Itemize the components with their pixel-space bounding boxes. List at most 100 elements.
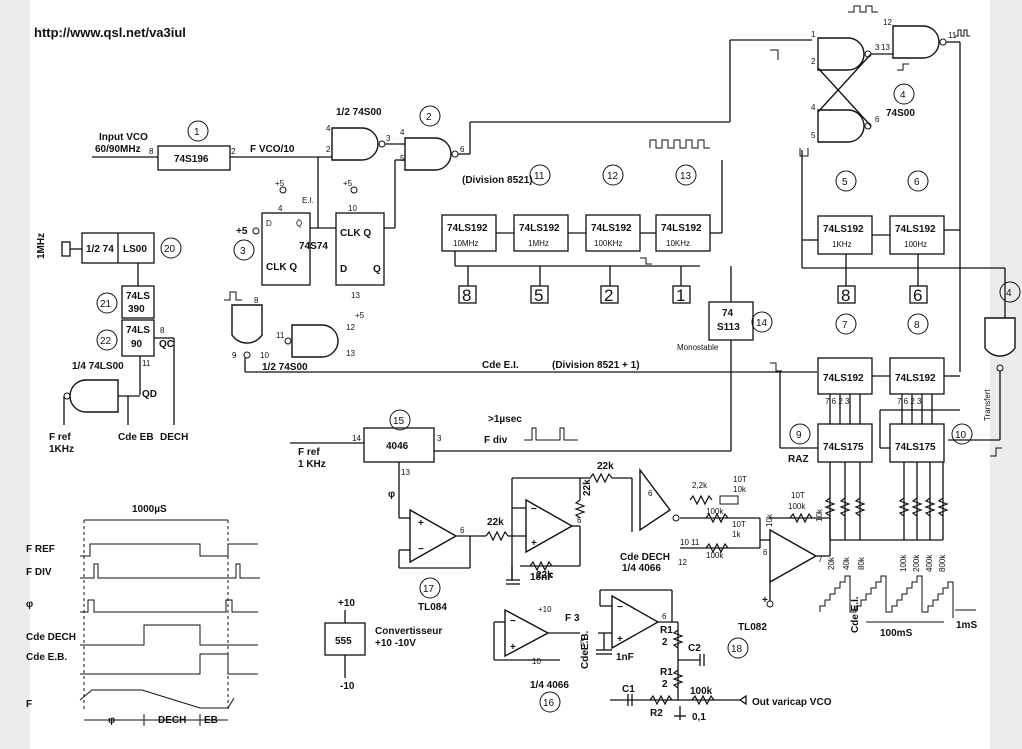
svg-text:5: 5 — [580, 639, 585, 648]
svg-text:1 KHz: 1 KHz — [298, 459, 326, 470]
switch-dech — [639, 467, 672, 532]
svg-text:R1: R1 — [660, 625, 673, 636]
svg-text:S113: S113 — [717, 322, 740, 333]
timing-diagram: 1000µS F REF F DIV φ Cde DECH Cde E.B. F… — [26, 504, 260, 726]
svg-text:4: 4 — [1006, 288, 1012, 299]
svg-text:21: 21 — [100, 299, 112, 310]
svg-text:10: 10 — [955, 430, 967, 441]
svg-text:φ: φ — [26, 599, 33, 610]
opamp-tl084-a — [409, 508, 458, 564]
svg-text:TL084: TL084 — [418, 602, 447, 613]
fvco10-label: F VCO/10 — [250, 144, 295, 155]
svg-text:1/2 74: 1/2 74 — [86, 244, 114, 255]
svg-text:18: 18 — [731, 644, 743, 655]
svg-text:40k: 40k — [842, 556, 851, 570]
svg-text:22k: 22k — [597, 461, 614, 472]
svg-text:Q̄: Q̄ — [296, 219, 302, 228]
svg-text:74LS192: 74LS192 — [895, 224, 936, 235]
latch-74ls175-b — [889, 423, 945, 463]
svg-text:10: 10 — [680, 538, 689, 547]
svg-text:100k: 100k — [690, 686, 713, 697]
svg-text:3: 3 — [875, 43, 880, 52]
svg-text:100k: 100k — [899, 554, 908, 572]
svg-text:6: 6 — [648, 489, 653, 498]
svg-text:7 6 2 3: 7 6 2 3 — [825, 397, 850, 406]
svg-text:F DIV: F DIV — [26, 567, 52, 578]
svg-text:90: 90 — [131, 339, 143, 350]
svg-text:3: 3 — [386, 134, 391, 143]
svg-text:1: 1 — [194, 127, 200, 138]
svg-text:1/4 74LS00: 1/4 74LS00 — [72, 361, 124, 372]
counter-10khz: 74LS192 10KHz 1 — [655, 214, 711, 305]
svg-text:6: 6 — [577, 516, 582, 525]
nand-gate-1 — [331, 127, 379, 161]
svg-text:5: 5 — [842, 177, 848, 188]
svg-text:7 6 2 3: 7 6 2 3 — [897, 397, 922, 406]
svg-text:4: 4 — [400, 128, 405, 137]
svg-text:+: + — [510, 642, 516, 653]
svg-text:10T: 10T — [733, 475, 747, 484]
svg-text:6: 6 — [913, 286, 922, 305]
svg-text:555: 555 — [335, 636, 352, 647]
svg-text:+10 -10V: +10 -10V — [375, 638, 416, 649]
svg-text:C2: C2 — [688, 643, 701, 654]
svg-text:RAZ: RAZ — [788, 454, 809, 465]
svg-text:8: 8 — [149, 147, 154, 156]
svg-text:+5: +5 — [355, 311, 365, 320]
opamp-summing — [769, 528, 818, 584]
svg-text:R2: R2 — [650, 708, 663, 719]
monostable-74s113 — [708, 301, 754, 341]
svg-text:D: D — [340, 264, 347, 275]
svg-text:11: 11 — [691, 538, 700, 547]
svg-text:4: 4 — [811, 103, 816, 112]
svg-text:QC: QC — [159, 339, 174, 350]
svg-text:8: 8 — [160, 326, 165, 335]
svg-text:1: 1 — [676, 286, 685, 305]
counter-100hz: 74LS192 100Hz 6 — [889, 215, 945, 305]
svg-text:74LS192: 74LS192 — [895, 373, 936, 384]
input-range-label: 60/90MHz — [95, 144, 141, 155]
svg-text:1mS: 1mS — [956, 620, 977, 631]
svg-text:6: 6 — [460, 145, 465, 154]
svg-text:+: + — [762, 595, 768, 606]
svg-text:0,1: 0,1 — [692, 712, 706, 723]
svg-text:φ: φ — [388, 489, 395, 500]
svg-text:F: F — [26, 699, 32, 710]
svg-text:CdeE.B.: CdeE.B. — [580, 630, 591, 669]
svg-text:8: 8 — [254, 296, 259, 305]
opamp-tl082 — [611, 594, 660, 650]
svg-text:Convertisseur: Convertisseur — [375, 626, 442, 637]
svg-text:+10: +10 — [338, 598, 355, 609]
nand-gate-7 — [892, 25, 940, 59]
svg-text:Cde DECH: Cde DECH — [26, 632, 76, 643]
nand-gate-5 — [817, 37, 865, 71]
svg-text:D: D — [266, 219, 272, 228]
svg-text:QD: QD — [142, 389, 157, 400]
svg-text:Out varicap VCO: Out varicap VCO — [752, 697, 832, 708]
svg-text:13: 13 — [346, 349, 355, 358]
svg-text:1/4 4066: 1/4 4066 — [622, 563, 661, 574]
nand-gate-6 — [817, 109, 865, 143]
svg-text:10k: 10k — [733, 485, 747, 494]
svg-text:13: 13 — [351, 291, 360, 300]
svg-text:13: 13 — [401, 468, 410, 477]
nand-gate-4 — [291, 324, 339, 358]
svg-text:Q: Q — [373, 264, 381, 275]
svg-text:2: 2 — [811, 57, 816, 66]
svg-text:14: 14 — [756, 318, 768, 329]
svg-text:LS00: LS00 — [123, 244, 147, 255]
svg-text:11: 11 — [142, 359, 151, 368]
svg-text:74S196: 74S196 — [174, 154, 209, 165]
svg-text:1k: 1k — [732, 530, 741, 539]
svg-text:1MHz: 1MHz — [528, 239, 549, 248]
svg-text:4: 4 — [900, 90, 906, 101]
svg-text:74LS192: 74LS192 — [591, 223, 632, 234]
svg-text:15: 15 — [393, 416, 405, 427]
svg-text:F REF: F REF — [26, 544, 55, 555]
svg-text:1: 1 — [811, 30, 816, 39]
svg-text:74LS192: 74LS192 — [447, 223, 488, 234]
input-vco-label: Input VCO — [99, 132, 148, 143]
svg-text:12: 12 — [883, 18, 892, 27]
svg-text:74LS192: 74LS192 — [661, 223, 702, 234]
